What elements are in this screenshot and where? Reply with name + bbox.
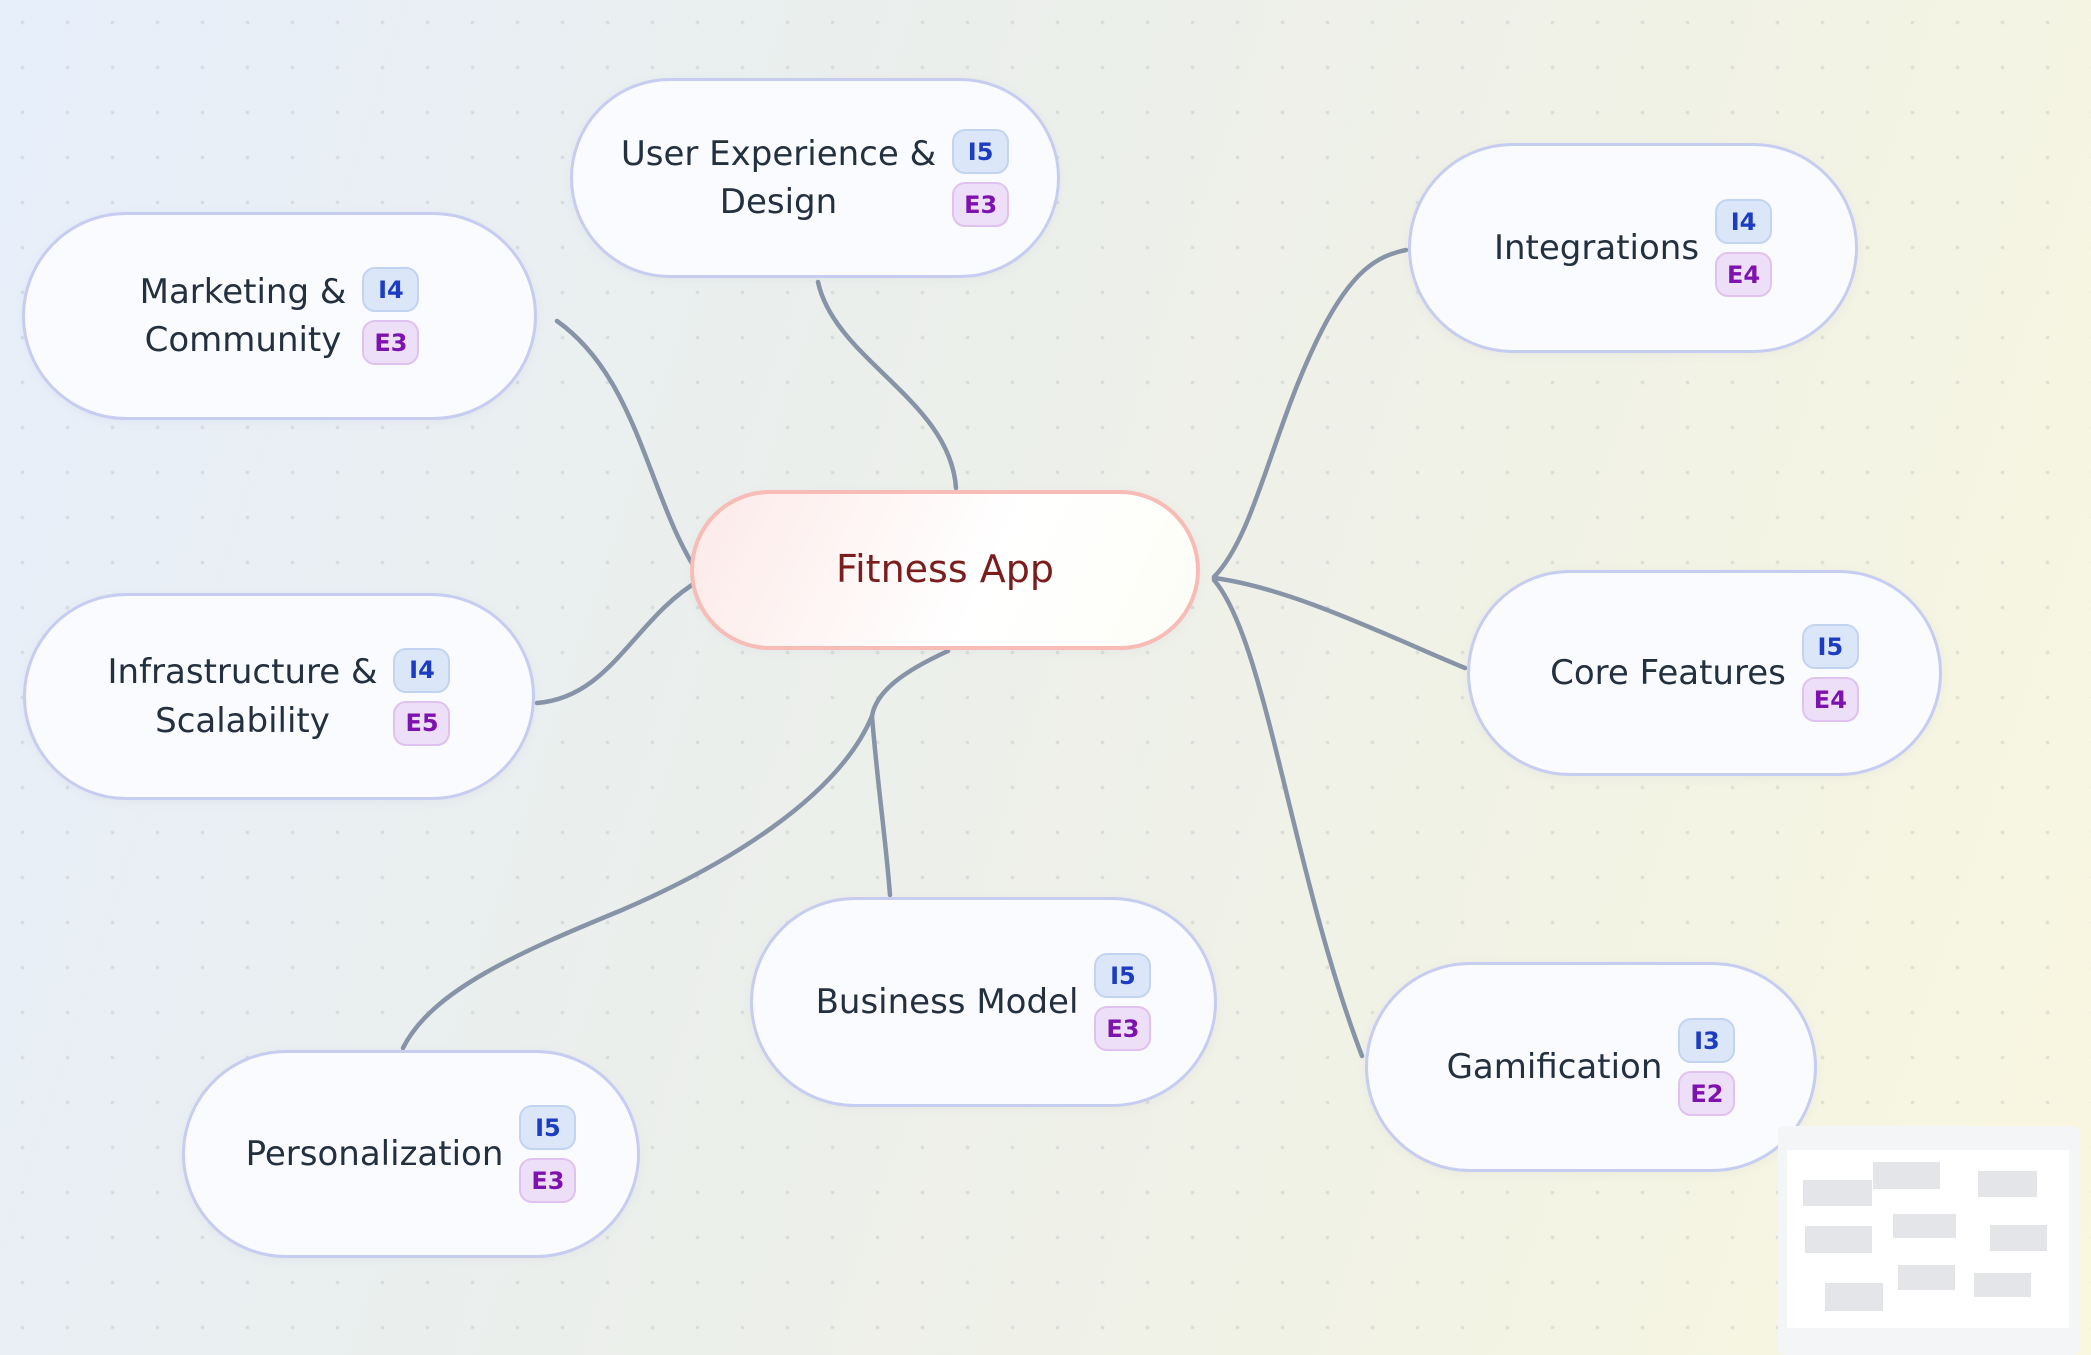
impact-badge: I5 (519, 1105, 577, 1150)
effort-badge: E3 (519, 1158, 577, 1203)
minimap-node (1974, 1273, 2031, 1297)
minimap-node (1893, 1214, 1956, 1238)
effort-badge: E3 (1094, 1006, 1152, 1051)
node-label: Infrastructure & Scalability (107, 652, 378, 741)
badge-column: I4 E5 (393, 647, 451, 746)
node-label: Gamification (1446, 1046, 1663, 1087)
node-integrations[interactable]: Integrations I4 E4 (1408, 143, 1858, 353)
minimap-node (1805, 1226, 1872, 1253)
edge-root-to-core-features (1211, 575, 1468, 671)
node-label: Fitness App (836, 547, 1054, 592)
minimap-node (1825, 1283, 1883, 1311)
node-label: User Experience & Design (620, 133, 937, 222)
node-label: Personalization (245, 1133, 504, 1174)
impact-badge: I5 (1094, 953, 1152, 998)
badge-column: I4 E3 (362, 267, 420, 365)
node-fitness-app[interactable]: Fitness App (690, 490, 1200, 650)
effort-badge: E3 (362, 320, 420, 365)
edge-root-to-gamification (1211, 577, 1365, 1059)
effort-badge: E4 (1801, 677, 1859, 722)
badge-column: I5 E3 (519, 1105, 577, 1203)
effort-badge: E5 (393, 700, 451, 746)
node-business-model[interactable]: Business Model I5 E3 (750, 897, 1217, 1107)
minimap-node (1978, 1171, 2037, 1197)
node-label: Integrations (1493, 227, 1700, 268)
edge-root-to-marketing (554, 318, 703, 579)
impact-badge: I5 (952, 129, 1010, 174)
effort-badge: E3 (952, 182, 1010, 227)
edge-root-to-personalization (400, 713, 875, 1051)
node-user-experience-design[interactable]: User Experience & Design I5 E3 (570, 78, 1060, 278)
impact-badge: I5 (1801, 624, 1859, 669)
impact-badge: I4 (393, 647, 451, 693)
minimap-node (1873, 1162, 1940, 1189)
badge-column: I5 E3 (952, 129, 1010, 227)
edge-root-to-infrastructure (534, 577, 703, 706)
minimap[interactable] (1778, 1126, 2079, 1355)
effort-badge: E2 (1678, 1071, 1736, 1116)
impact-badge: I4 (362, 267, 420, 312)
minimap-node (1990, 1225, 2047, 1251)
effort-badge: E4 (1715, 252, 1773, 297)
node-marketing-community[interactable]: Marketing & Community I4 E3 (22, 212, 537, 420)
node-infrastructure-scalability[interactable]: Infrastructure & Scalability I4 E5 (23, 593, 535, 800)
minimap-node (1803, 1180, 1872, 1206)
node-personalization[interactable]: Personalization I5 E3 (182, 1050, 640, 1258)
impact-badge: I3 (1678, 1018, 1736, 1063)
node-label: Core Features (1550, 652, 1786, 693)
impact-badge: I4 (1715, 199, 1773, 244)
node-gamification[interactable]: Gamification I3 E2 (1365, 962, 1817, 1172)
node-label: Business Model (815, 981, 1079, 1022)
badge-column: I5 E4 (1801, 624, 1859, 722)
node-core-features[interactable]: Core Features I5 E4 (1467, 570, 1942, 776)
edge-root-to-integrations (1211, 247, 1409, 580)
node-label: Marketing & Community (139, 271, 347, 360)
edge-root-to-user-experience (815, 279, 959, 491)
edge-root-to-business-model (869, 648, 951, 898)
minimap-node (1898, 1265, 1955, 1290)
badge-column: I3 E2 (1678, 1018, 1736, 1116)
badge-column: I5 E3 (1094, 953, 1152, 1051)
badge-column: I4 E4 (1715, 199, 1773, 297)
